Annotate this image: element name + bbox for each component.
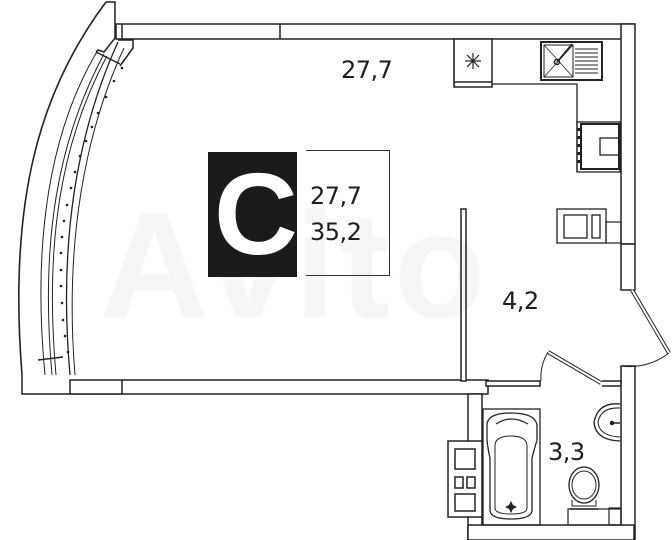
toilet: [567, 466, 622, 526]
washbasin: [593, 403, 621, 442]
partition-wall: [460, 208, 467, 382]
bathtub: [482, 408, 541, 526]
room-area-hallway: 4,2: [502, 287, 539, 315]
wall-right: [620, 23, 636, 540]
bathroom-door: [540, 350, 603, 385]
room-area-living: 27,7: [341, 56, 393, 84]
apartment-type-badge: C: [208, 152, 297, 277]
curved-window: [17, 1, 134, 376]
microwave: [556, 208, 622, 244]
apartment-type-letter: C: [214, 152, 297, 277]
utility-panel: [447, 440, 483, 518]
refrigerator: [453, 38, 493, 88]
kitchen-sink: [540, 41, 603, 81]
stove: [576, 121, 621, 173]
window-mullion-dots: [59, 66, 124, 354]
area-summary-box: [306, 150, 390, 276]
living-area-value: 27,7: [310, 182, 362, 210]
wall-bottom: [21, 375, 489, 395]
room-area-bathroom: 3,3: [548, 438, 585, 466]
wall-top: [115, 23, 635, 40]
total-area-value: 35,2: [310, 218, 362, 246]
entrance-door: [620, 288, 671, 368]
